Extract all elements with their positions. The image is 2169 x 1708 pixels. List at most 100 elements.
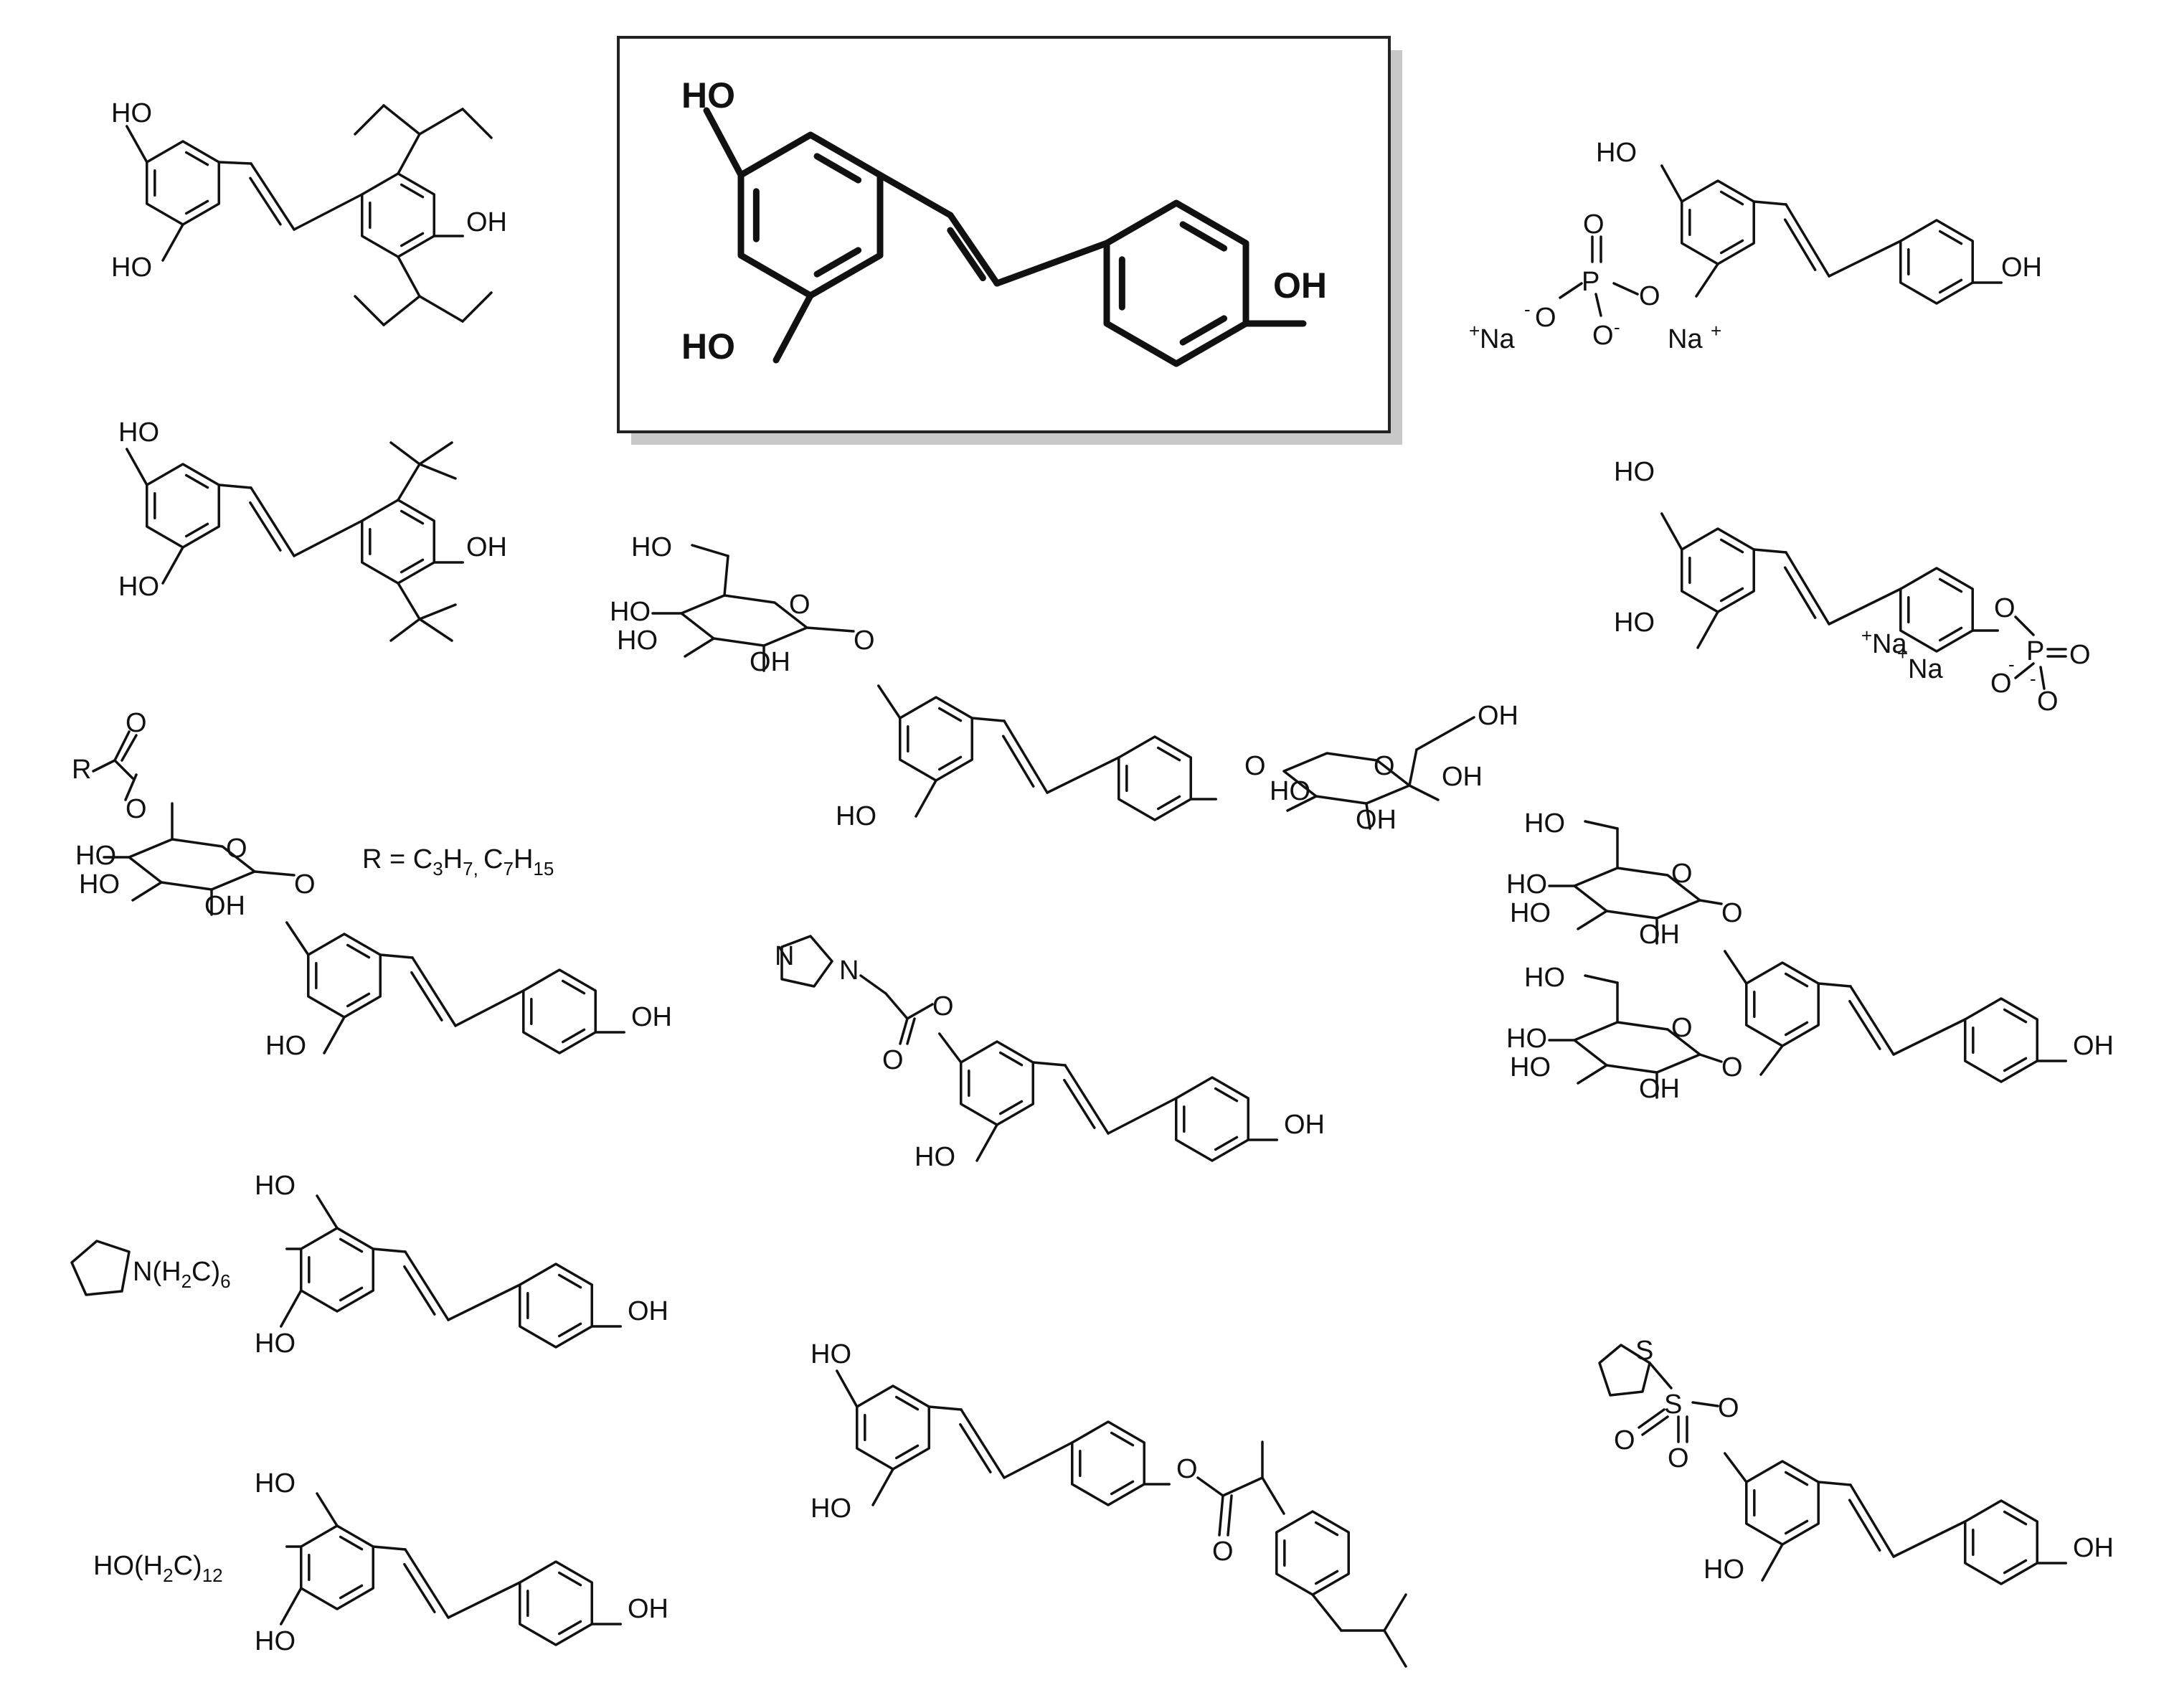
bond bbox=[418, 441, 453, 466]
pyrrolidine-chain-part: N bbox=[133, 1257, 152, 1287]
vinyl-bond bbox=[1892, 1018, 1967, 1056]
vinyl-bond bbox=[1785, 551, 1830, 626]
pyrrolidine-ring bbox=[70, 1240, 131, 1296]
bond bbox=[884, 992, 909, 1020]
bond bbox=[1761, 1543, 1784, 1582]
oxygen-label: O bbox=[126, 794, 147, 824]
double-bond bbox=[959, 1422, 992, 1473]
bond bbox=[280, 1289, 303, 1328]
vinyl-bond bbox=[250, 162, 296, 231]
vinyl-bond bbox=[411, 956, 457, 1027]
r-group-definition-part: H bbox=[443, 844, 463, 874]
r-group-definition-part: R = C bbox=[362, 844, 433, 874]
double-bond bbox=[400, 183, 425, 199]
vinyl-bond bbox=[1046, 756, 1120, 794]
hydroxyl-label: HO bbox=[1524, 963, 1565, 993]
bond bbox=[1365, 802, 1371, 830]
pyrrolidine-chain-part: 6 bbox=[220, 1270, 230, 1292]
bond bbox=[1648, 1362, 1673, 1389]
vinyl-bond bbox=[1003, 719, 1049, 794]
bond bbox=[1660, 164, 1683, 203]
vinyl-bond bbox=[250, 486, 296, 557]
bond bbox=[253, 870, 296, 877]
hydroxyl-label: HO bbox=[1510, 898, 1551, 928]
double-bond bbox=[998, 1051, 1024, 1067]
vinyl-bond bbox=[1817, 1481, 1852, 1486]
bond bbox=[161, 223, 184, 262]
bond bbox=[906, 1003, 934, 1020]
hydroxyl-label: HO bbox=[915, 1142, 955, 1172]
double-bond bbox=[894, 1444, 920, 1460]
double-bond bbox=[1783, 566, 1817, 619]
bond bbox=[975, 1123, 998, 1162]
oxygen-label: O bbox=[854, 626, 875, 656]
double-bond bbox=[998, 1100, 1024, 1115]
double-bond bbox=[557, 1273, 582, 1289]
vinyl-bond bbox=[1828, 588, 1902, 626]
hydroxyl-label: OH bbox=[1273, 265, 1327, 306]
bond bbox=[805, 626, 855, 633]
bond bbox=[1227, 1494, 1233, 1537]
r-group-definition-part: 3 bbox=[433, 858, 443, 879]
charge: + bbox=[1897, 643, 1908, 664]
vinyl-bond bbox=[1031, 1061, 1067, 1067]
double-bond bbox=[813, 247, 862, 278]
oxygen-label: O bbox=[126, 708, 147, 738]
hydroxyl-label: OH bbox=[1356, 805, 1397, 835]
vinyl-bond bbox=[876, 171, 954, 219]
r-group-definition-part: H bbox=[514, 844, 533, 874]
charge: + bbox=[1861, 625, 1872, 646]
double-bond bbox=[1110, 1431, 1135, 1447]
bond bbox=[1594, 293, 1602, 317]
phenol-ring bbox=[1175, 1076, 1249, 1162]
bond bbox=[1724, 950, 1748, 985]
bond bbox=[1696, 610, 1719, 649]
vinyl-bond bbox=[454, 989, 525, 1027]
double-bond bbox=[403, 1562, 436, 1613]
hydroxydodecyl-chain-part: C) bbox=[174, 1551, 202, 1581]
double-bond bbox=[1784, 1471, 1809, 1486]
bond bbox=[1691, 1401, 1719, 1407]
oxygen-label: O bbox=[1592, 321, 1614, 351]
vinyl-bond bbox=[970, 717, 1006, 722]
double-bond bbox=[894, 1395, 920, 1411]
double-bond bbox=[1156, 746, 1181, 762]
bond bbox=[2014, 615, 2035, 636]
hydroxyl-label: HO bbox=[1270, 776, 1310, 806]
bond bbox=[1415, 716, 1475, 751]
vinyl-bond bbox=[293, 193, 364, 231]
double-bond bbox=[561, 1028, 586, 1044]
hydroxyl-label: OH bbox=[631, 1002, 672, 1032]
bond bbox=[280, 1587, 303, 1626]
oxygen-label: O bbox=[1583, 209, 1605, 240]
double-bond bbox=[2003, 1510, 2028, 1526]
bond bbox=[1221, 1476, 1264, 1497]
oxygen-label: O bbox=[789, 590, 811, 620]
charge: - bbox=[1614, 316, 1620, 338]
phosphorus-label: P bbox=[1582, 267, 1599, 297]
bond bbox=[859, 974, 887, 995]
r-group-label: R bbox=[72, 755, 91, 785]
bond bbox=[461, 108, 493, 139]
double-bond bbox=[1784, 972, 1809, 988]
bond bbox=[316, 1492, 339, 1527]
highlight-frame bbox=[617, 36, 1391, 433]
double-bond bbox=[184, 199, 209, 215]
bond bbox=[397, 133, 421, 175]
bond bbox=[836, 1369, 859, 1408]
bond bbox=[2039, 666, 2046, 690]
bond bbox=[113, 759, 134, 780]
oxygen-label: O bbox=[2069, 640, 2091, 670]
r-group-definition-part: 7 bbox=[504, 858, 514, 879]
hydroxydodecyl-chain-part: HO(H bbox=[93, 1551, 163, 1581]
hydroxyl-label: OH bbox=[204, 891, 245, 921]
hydroxyl-bond bbox=[703, 107, 745, 179]
double-bond bbox=[1783, 218, 1817, 271]
bond bbox=[1577, 910, 1608, 930]
charge: - bbox=[2008, 654, 2015, 675]
vinyl-bond bbox=[379, 953, 414, 959]
oxygen-label: O bbox=[1374, 751, 1395, 781]
hydroxyl-label: HO bbox=[111, 98, 152, 128]
hydroxyl-label: OH bbox=[628, 1594, 668, 1624]
double-bond bbox=[557, 1322, 582, 1338]
